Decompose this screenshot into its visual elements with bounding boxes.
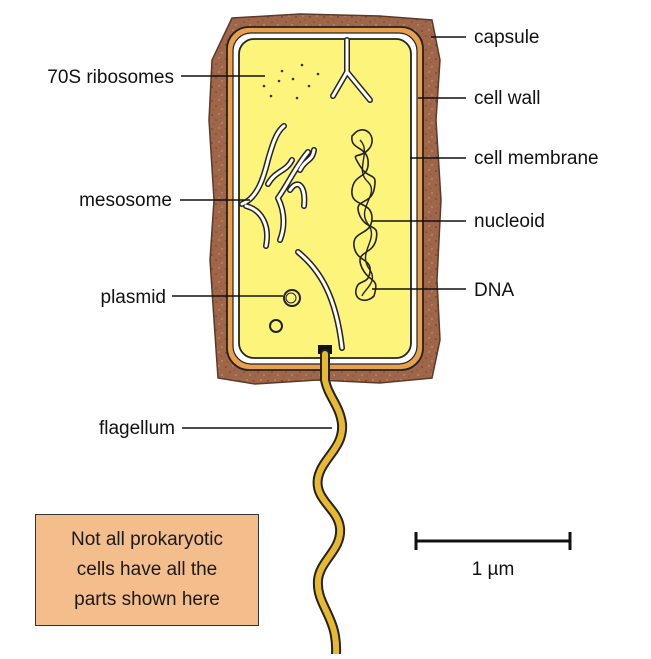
scale-bar-label: 1 µm — [472, 559, 515, 580]
label-ribosomes: 70S ribosomes — [47, 67, 174, 88]
note-box: Not all prokaryotic cells have all the p… — [35, 514, 259, 626]
label-flagellum: flagellum — [99, 418, 175, 439]
label-dna: DNA — [474, 280, 514, 301]
note-line-1: Not all prokaryotic — [71, 525, 223, 555]
scale-bar: 1 µm — [416, 532, 570, 580]
label-mesosome: mesosome — [79, 190, 172, 211]
label-plasmid: plasmid — [101, 287, 166, 308]
label-cell-membrane: cell membrane — [474, 148, 599, 169]
label-cell-wall: cell wall — [474, 88, 541, 109]
flagellum — [318, 345, 343, 654]
label-nucleoid: nucleoid — [474, 211, 545, 232]
note-line-2: cells have all the — [77, 555, 217, 585]
note-line-3: parts shown here — [74, 585, 220, 615]
label-capsule: capsule — [474, 27, 540, 48]
